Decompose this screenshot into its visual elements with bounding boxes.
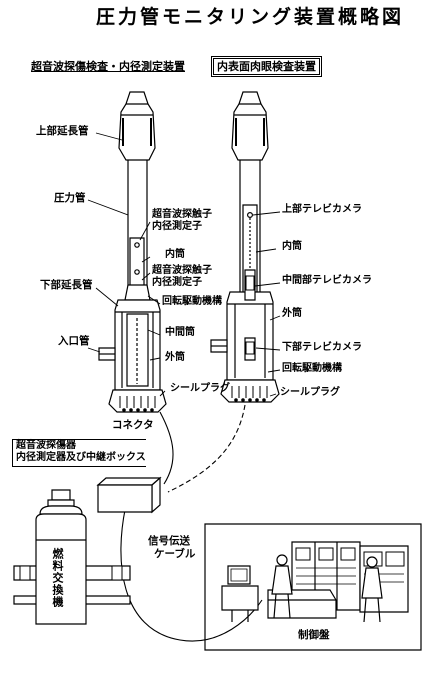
- left-connector-cable: [160, 412, 173, 484]
- label-middle-tv-camera: 中間部テレビカメラ: [282, 275, 372, 286]
- signal-transmission-cable: [121, 505, 262, 641]
- label-bore-gauge-lower: 内径測定子: [152, 277, 202, 288]
- label-ut-probe-lower: 超音波探触子: [152, 265, 212, 276]
- label-connector: コネクタ: [112, 419, 154, 431]
- cables: [121, 405, 262, 641]
- label-upper-tv-camera: 上部テレビカメラ: [282, 204, 362, 215]
- label-rotation-drive-right: 回転駆動機構: [282, 363, 342, 374]
- label-signal-cable-2: ケーブル: [154, 548, 196, 560]
- refueling-machine-drawing: [14, 490, 130, 624]
- label-outer-cylinder-right: 外筒: [282, 308, 302, 319]
- label-seal-plug-left: シールプラグ: [170, 383, 230, 394]
- left-seal-plug: [109, 390, 166, 412]
- label-signal-cable-1: 信号伝送: [148, 535, 190, 547]
- left-upper-extension-pipe: [119, 92, 155, 160]
- right-section-title: 内表面肉眼検査装置: [213, 58, 320, 75]
- label-inner-cylinder-right: 内筒: [282, 241, 302, 252]
- label-flaw-detector-line-1: 超音波探傷器: [16, 440, 76, 451]
- label-rotation-drive-left: 回転駆動機構: [162, 296, 222, 307]
- right-assembly: [211, 92, 279, 402]
- label-flaw-detector-line-2: 内径測定器及び中継ボックス: [16, 452, 146, 463]
- right-seal-plug: [221, 380, 279, 402]
- label-outer-cylinder-left: 外筒: [165, 352, 185, 363]
- label-inner-cylinder-left: 内筒: [165, 249, 185, 260]
- right-connector-cable: [168, 405, 245, 492]
- leader-lines: [88, 133, 280, 396]
- label-bore-gauge-upper: 内径測定子: [152, 221, 202, 232]
- label-seal-plug-right: シールプラグ: [280, 387, 340, 398]
- label-inlet-pipe: 入口管: [58, 335, 90, 347]
- right-lower-tv-camera-window: [245, 338, 255, 360]
- label-ut-probe-upper: 超音波探触子: [152, 209, 212, 220]
- label-middle-cylinder: 中間筒: [165, 327, 195, 338]
- label-refueling-machine: 燃料交換機: [51, 548, 64, 608]
- right-middle-tv-camera-window: [245, 270, 255, 300]
- label-flaw-detector: 超音波探傷器 内径測定器及び中継ボックス: [12, 439, 146, 467]
- flaw-detector-box: [98, 478, 160, 512]
- label-control-panel: 制御盤: [298, 629, 330, 641]
- control-panel-drawing: [205, 524, 421, 650]
- label-upper-extension-pipe: 上部延長管: [36, 125, 89, 137]
- label-pressure-tube: 圧力管: [54, 192, 86, 204]
- label-lower-extension-pipe: 下部延長管: [40, 279, 93, 291]
- page-title: 圧力管モニタリング装置概略図: [96, 6, 405, 28]
- left-section-title: 超音波探傷検査・内径測定装置: [31, 60, 185, 73]
- left-assembly: [99, 92, 166, 412]
- label-lower-tv-camera: 下部テレビカメラ: [282, 342, 362, 353]
- right-upper-extension-pipe: [232, 92, 268, 160]
